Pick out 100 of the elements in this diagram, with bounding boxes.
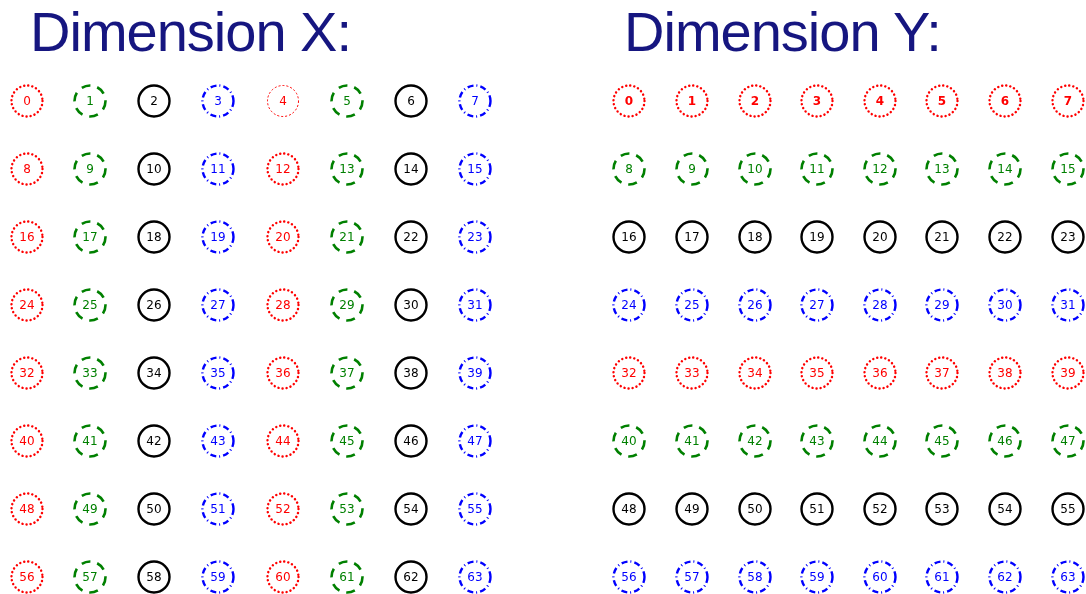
- circle-node: 48: [612, 492, 646, 526]
- circle-node: 19: [201, 220, 235, 254]
- circle-node: 14: [394, 152, 428, 186]
- circle-node: 15: [1051, 152, 1085, 186]
- circle-node: 22: [394, 220, 428, 254]
- circle-node: 27: [800, 288, 834, 322]
- circle-node: 39: [1051, 356, 1085, 390]
- circle-node: 29: [925, 288, 959, 322]
- circle-node: 34: [738, 356, 772, 390]
- circle-node: 10: [738, 152, 772, 186]
- circle-node: 8: [612, 152, 646, 186]
- circle-node: 30: [394, 288, 428, 322]
- circle-node: 62: [394, 560, 428, 594]
- circle-node: 32: [10, 356, 44, 390]
- circle-node: 24: [612, 288, 646, 322]
- circle-node: 20: [863, 220, 897, 254]
- circle-node: 39: [458, 356, 492, 390]
- circle-node: 22: [988, 220, 1022, 254]
- circle-node: 36: [266, 356, 300, 390]
- circle-node: 23: [458, 220, 492, 254]
- circle-node: 31: [458, 288, 492, 322]
- circle-node: 19: [800, 220, 834, 254]
- circle-node: 21: [925, 220, 959, 254]
- circle-node: 47: [1051, 424, 1085, 458]
- circle-node: 52: [266, 492, 300, 526]
- circle-node: 44: [266, 424, 300, 458]
- circle-node: 56: [10, 560, 44, 594]
- circle-node: 18: [738, 220, 772, 254]
- circle-node: 32: [612, 356, 646, 390]
- circle-node: 55: [458, 492, 492, 526]
- circle-node: 20: [266, 220, 300, 254]
- circle-node: 35: [201, 356, 235, 390]
- circle-node: 31: [1051, 288, 1085, 322]
- circle-node: 27: [201, 288, 235, 322]
- circle-node: 43: [201, 424, 235, 458]
- circle-node: 41: [73, 424, 107, 458]
- circle-node: 26: [738, 288, 772, 322]
- circle-node: 44: [863, 424, 897, 458]
- circle-node: 5: [330, 84, 364, 118]
- circle-node: 6: [988, 84, 1022, 118]
- circle-node: 1: [675, 84, 709, 118]
- circle-node: 26: [137, 288, 171, 322]
- circle-node: 17: [73, 220, 107, 254]
- circle-node: 29: [330, 288, 364, 322]
- circle-node: 63: [458, 560, 492, 594]
- circle-node: 7: [458, 84, 492, 118]
- circle-node: 49: [675, 492, 709, 526]
- circle-node: 6: [394, 84, 428, 118]
- circle-node: 56: [612, 560, 646, 594]
- circle-node: 28: [266, 288, 300, 322]
- circle-node: 61: [330, 560, 364, 594]
- circle-node: 54: [988, 492, 1022, 526]
- circle-node: 16: [612, 220, 646, 254]
- circle-node: 11: [800, 152, 834, 186]
- circle-node: 0: [10, 84, 44, 118]
- circle-node: 4: [863, 84, 897, 118]
- circle-node: 60: [863, 560, 897, 594]
- circle-node: 21: [330, 220, 364, 254]
- circle-node: 3: [201, 84, 235, 118]
- circle-node: 46: [394, 424, 428, 458]
- circle-node: 25: [675, 288, 709, 322]
- circle-node: 49: [73, 492, 107, 526]
- circle-node: 16: [10, 220, 44, 254]
- circle-node: 33: [73, 356, 107, 390]
- circle-node: 3: [800, 84, 834, 118]
- circle-node: 42: [738, 424, 772, 458]
- circle-node: 54: [394, 492, 428, 526]
- circle-node: 40: [612, 424, 646, 458]
- circle-node: 62: [988, 560, 1022, 594]
- circle-node: 11: [201, 152, 235, 186]
- circle-node: 41: [675, 424, 709, 458]
- circle-node: 57: [73, 560, 107, 594]
- circle-node: 48: [10, 492, 44, 526]
- circle-node: 38: [988, 356, 1022, 390]
- circle-node: 9: [73, 152, 107, 186]
- circle-node: 58: [137, 560, 171, 594]
- circle-node: 17: [675, 220, 709, 254]
- circle-node: 9: [675, 152, 709, 186]
- circle-node: 2: [137, 84, 171, 118]
- circle-node: 51: [201, 492, 235, 526]
- circle-node: 23: [1051, 220, 1085, 254]
- circle-node: 12: [863, 152, 897, 186]
- circle-node: 0: [612, 84, 646, 118]
- circle-node: 61: [925, 560, 959, 594]
- circle-node: 12: [266, 152, 300, 186]
- circle-node: 24: [10, 288, 44, 322]
- circle-node: 37: [925, 356, 959, 390]
- circle-node: 55: [1051, 492, 1085, 526]
- circle-node: 5: [925, 84, 959, 118]
- circle-node: 52: [863, 492, 897, 526]
- circle-node: 1: [73, 84, 107, 118]
- circle-node: 45: [330, 424, 364, 458]
- circle-node: 2: [738, 84, 772, 118]
- circle-node: 15: [458, 152, 492, 186]
- heading: Dimension X:: [30, 0, 352, 64]
- circle-node: 43: [800, 424, 834, 458]
- circle-node: 58: [738, 560, 772, 594]
- circle-node: 13: [330, 152, 364, 186]
- circle-node: 34: [137, 356, 171, 390]
- circle-node: 36: [863, 356, 897, 390]
